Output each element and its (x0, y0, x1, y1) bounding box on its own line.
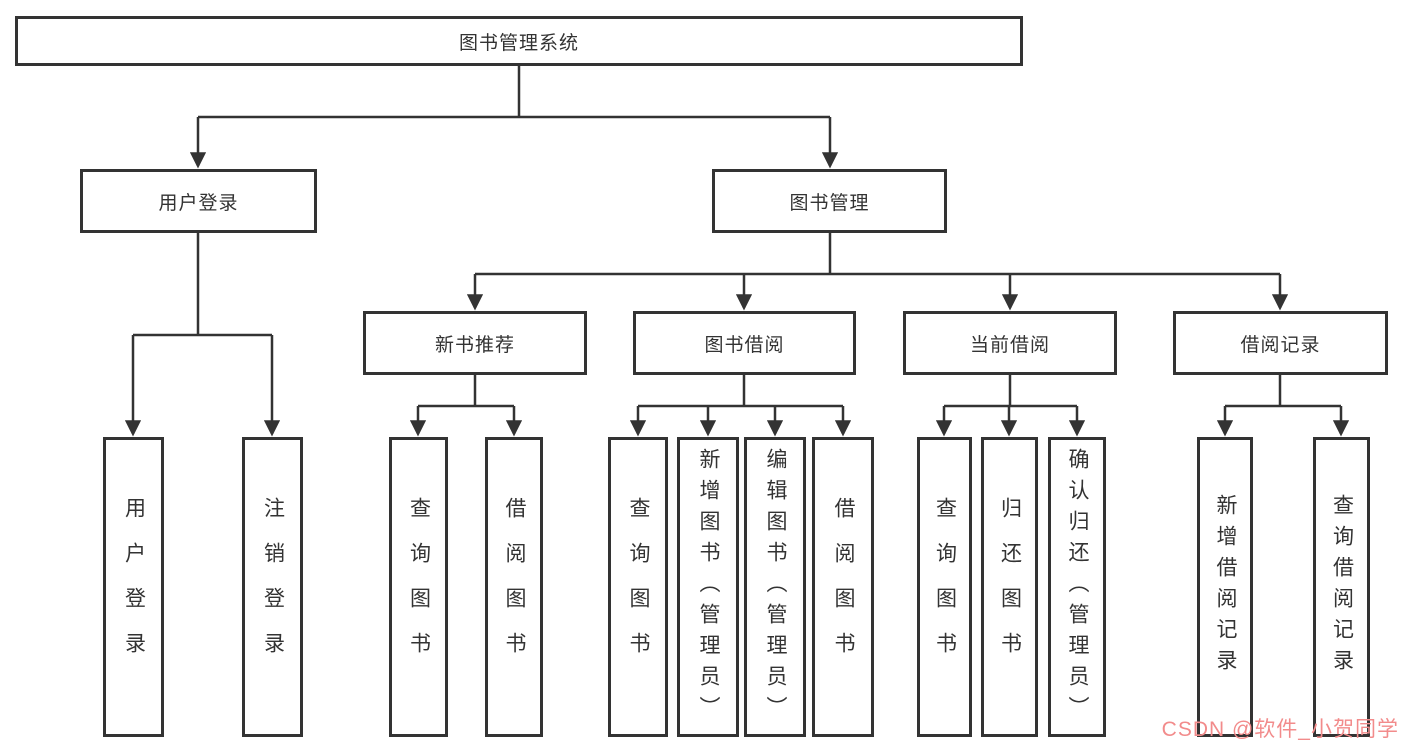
connector-borrow-record-branch (1216, 375, 1350, 437)
node-leaf-record-query: 查询借阅记录 (1313, 437, 1370, 737)
node-leaf-rec-query-book: 查询图书 (389, 437, 448, 737)
connector-new-book-rec-branch (409, 375, 523, 437)
node-book-management: 图书管理 (712, 169, 947, 233)
node-leaf-rec-borrow-book: 借阅图书 (485, 437, 543, 737)
node-leaf-borrow-query-book: 查询图书 (608, 437, 668, 737)
node-leaf-borrow-add-book: 新增图书（管理员） (677, 437, 739, 737)
connector-book-mgmt-branch (466, 233, 1289, 311)
node-user-login: 用户登录 (80, 169, 317, 233)
node-leaf-current-query-book: 查询图书 (917, 437, 972, 737)
node-current-borrow: 当前借阅 (903, 311, 1117, 375)
node-leaf-record-add: 新增借阅记录 (1197, 437, 1253, 737)
connector-current-borrow-branch (935, 375, 1086, 437)
connector-book-borrow-branch (629, 375, 852, 437)
connector-root-branch (189, 66, 839, 169)
node-book-borrow: 图书借阅 (633, 311, 856, 375)
node-root-system: 图书管理系统 (15, 16, 1023, 66)
node-borrow-record: 借阅记录 (1173, 311, 1388, 375)
node-leaf-user-login: 用户登录 (103, 437, 164, 737)
node-leaf-logout: 注销登录 (242, 437, 303, 737)
node-leaf-borrow-edit-book: 编辑图书（管理员） (744, 437, 806, 737)
connector-user-login-branch (124, 233, 281, 437)
node-leaf-current-return-book: 归还图书 (981, 437, 1038, 737)
node-leaf-borrow-borrow-book: 借阅图书 (812, 437, 874, 737)
csdn-watermark: CSDN @软件_小贺同学 (1161, 718, 1399, 741)
node-new-book-recommend: 新书推荐 (363, 311, 587, 375)
node-leaf-current-confirm-return: 确认归还（管理员） (1048, 437, 1106, 737)
